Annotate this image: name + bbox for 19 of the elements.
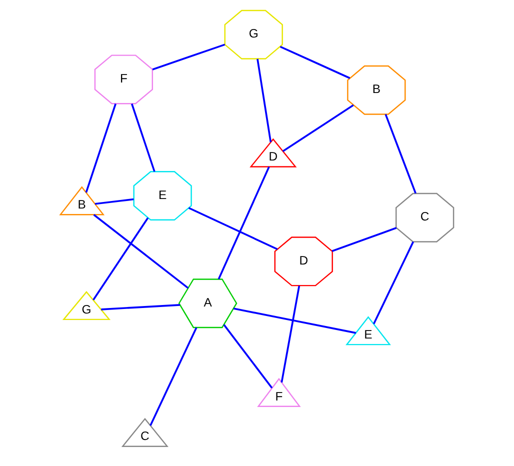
connector: [188, 207, 278, 250]
connector: [372, 241, 414, 324]
connector: [282, 104, 354, 152]
connector: [280, 46, 350, 79]
connector: [218, 166, 270, 280]
connector: [152, 44, 226, 70]
connector: [130, 104, 156, 172]
connector: [233, 308, 356, 334]
connector: [150, 327, 198, 426]
connector: [101, 304, 180, 310]
connector: [94, 198, 134, 205]
connector: [93, 214, 189, 289]
connector: [280, 286, 300, 383]
connector: [256, 58, 272, 142]
connector: [85, 104, 116, 193]
connector: [92, 217, 149, 300]
connector: [384, 114, 416, 194]
connector: [223, 324, 273, 389]
connector: [332, 227, 397, 252]
